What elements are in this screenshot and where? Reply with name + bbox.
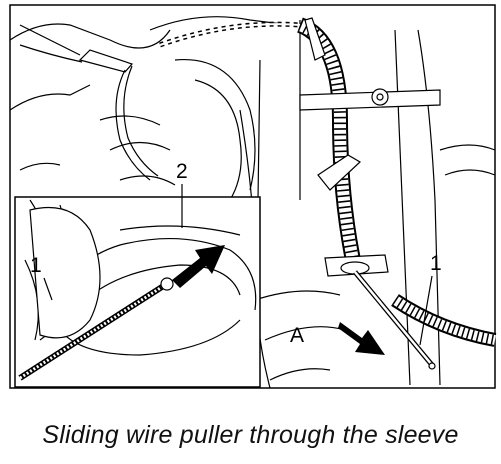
wire-puller [353, 270, 436, 370]
connector-harness [19, 24, 159, 181]
sleeve-clip [304, 17, 326, 61]
mounting-bracket [299, 88, 441, 111]
callout-2-inset: 2 [176, 160, 188, 183]
inset-callout-1-leader [43, 277, 53, 301]
corrugated-sleeve [296, 17, 363, 272]
direction-arrow [338, 322, 385, 355]
callout-1-inset: 1 [30, 254, 42, 277]
callout-1-main: 1 [430, 252, 442, 275]
floor-hose [391, 294, 497, 347]
sleeve-holder [317, 154, 361, 191]
detail-inset: 1 [14, 196, 261, 388]
callout-1-leader [419, 275, 433, 346]
figure-caption: Sliding wire puller through the sleeve [42, 421, 459, 449]
callout-a: A [290, 324, 304, 347]
inset-direction-arrow [172, 245, 225, 288]
vehicle-body-linework [9, 16, 496, 389]
